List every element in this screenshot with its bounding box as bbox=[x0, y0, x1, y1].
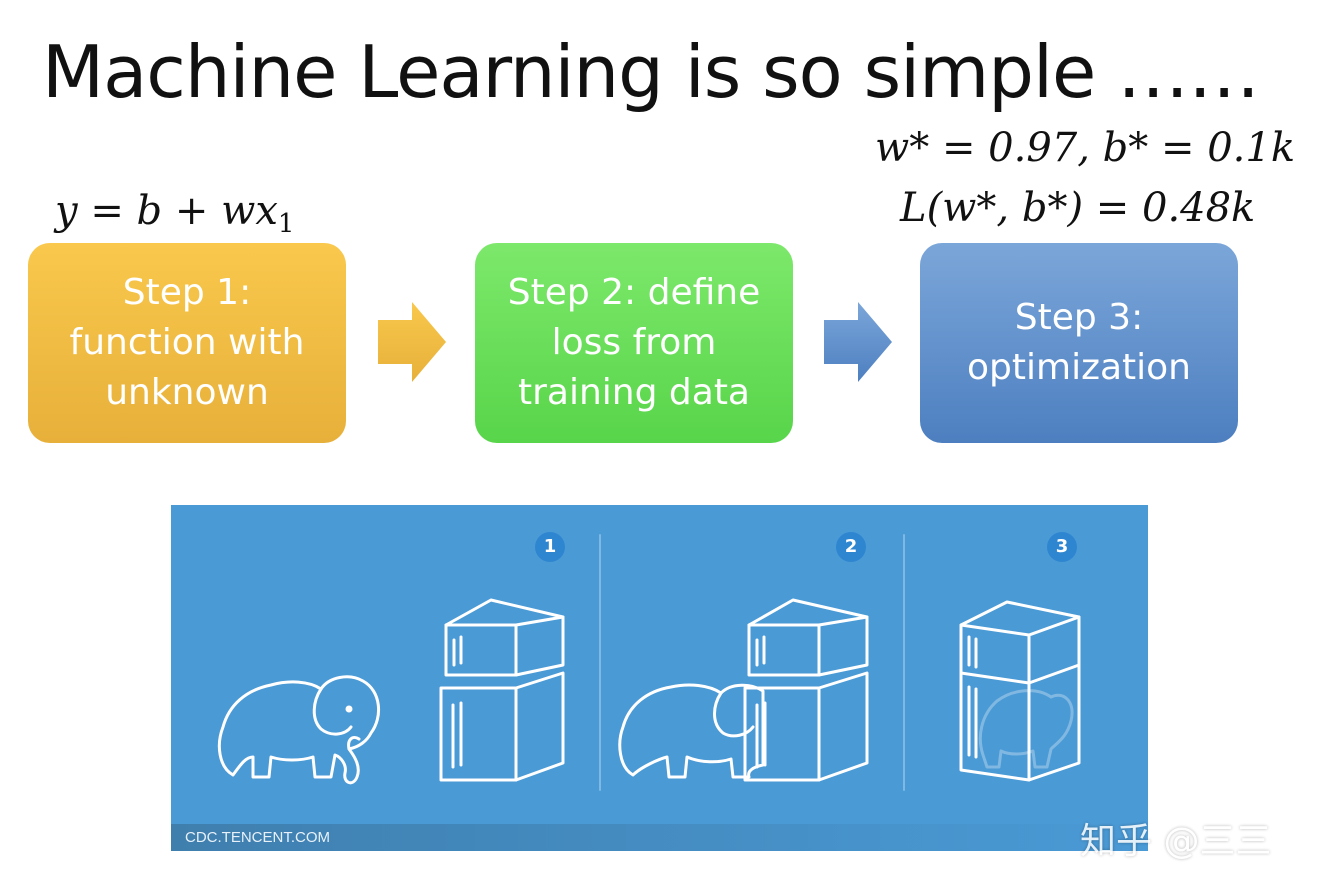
source-label: CDC.TENCENT.COM bbox=[185, 829, 330, 846]
step-2-box: Step 2: define loss from training data bbox=[475, 243, 793, 443]
loss-equation: L(w*, b*) = 0.48k bbox=[900, 185, 1256, 231]
zhihu-watermark: 知乎 @三三 bbox=[1080, 821, 1272, 862]
refrigerator-icon bbox=[959, 600, 1081, 782]
model-equation: y = b + wx1 bbox=[55, 188, 294, 239]
elephant-icon bbox=[618, 683, 765, 779]
elephant-fridge-illustration: 1 2 3 CDC.TENCENT.COM bbox=[171, 505, 1148, 851]
step-2-label: Step 2: define loss from training data bbox=[507, 272, 761, 413]
step-badge-3: 3 bbox=[1047, 532, 1077, 562]
elephant-icon bbox=[217, 675, 381, 785]
model-equation-subscript: 1 bbox=[277, 209, 295, 239]
arrow-right-icon bbox=[378, 302, 446, 382]
illustration-drawing bbox=[217, 534, 1081, 791]
arrow-right-icon bbox=[824, 302, 892, 382]
step-3-box: Step 3: optimization bbox=[920, 243, 1238, 443]
source-bar bbox=[171, 824, 1148, 851]
step-badge-2: 2 bbox=[836, 532, 866, 562]
optimum-equation: w* = 0.97, b* = 0.1k bbox=[875, 125, 1296, 171]
refrigerator-icon bbox=[439, 598, 565, 782]
slide-title: Machine Learning is so simple …… bbox=[42, 30, 1260, 114]
model-equation-main: y = b + wx bbox=[55, 188, 278, 234]
elephant-icon bbox=[978, 689, 1074, 769]
step-badge-1: 1 bbox=[535, 532, 565, 562]
step-1-label: Step 1: function with unknown bbox=[69, 272, 305, 413]
step-1-box: Step 1: function with unknown bbox=[28, 243, 346, 443]
refrigerator-icon bbox=[743, 598, 869, 782]
step-3-label: Step 3: optimization bbox=[967, 297, 1191, 388]
